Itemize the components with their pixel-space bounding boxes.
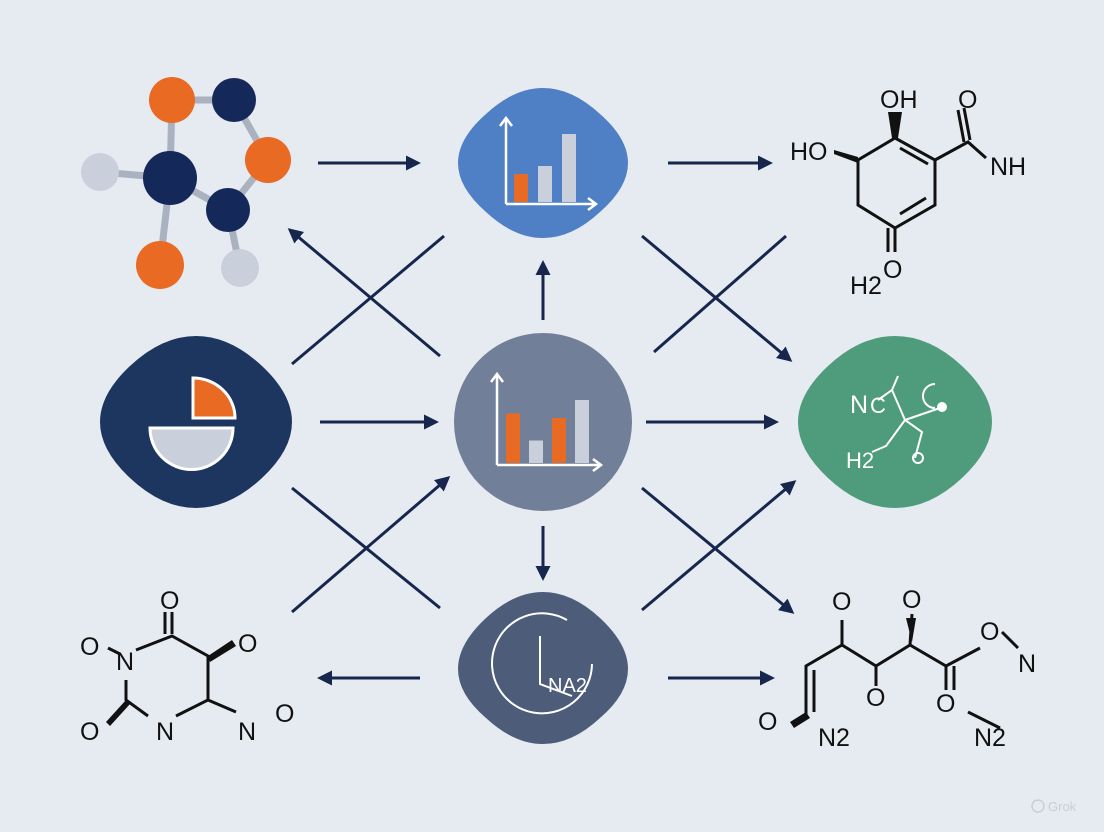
atom-label: H2: [846, 448, 874, 473]
arrow-to-green-lower-diagonal: [641, 480, 797, 612]
atom-label: C: [870, 393, 886, 418]
connector-arrows: [287, 155, 797, 686]
watermark-text: Grok: [1048, 799, 1077, 814]
atom-label: O: [80, 718, 99, 746]
atom-label: H2: [850, 272, 882, 300]
bar-chart-icon: [490, 371, 604, 472]
blue-chart-node: [458, 88, 628, 238]
atom-navy: [143, 151, 197, 205]
atom-label: O: [160, 587, 179, 615]
atom-label: O: [758, 708, 777, 736]
structure-bottom-left: O O N O O N N O: [80, 587, 294, 746]
watermark-icon: [1031, 799, 1045, 813]
cross-line: [291, 486, 441, 610]
bar: [538, 166, 552, 202]
atom-label: O: [936, 690, 955, 718]
atom-orange: [136, 241, 184, 289]
atom-label: HO: [790, 138, 828, 166]
atom-label: N: [850, 391, 868, 419]
green-structure-node: N C H2: [798, 336, 992, 508]
atom-orange: [149, 77, 195, 123]
atom-label: N: [116, 648, 134, 676]
atom-label: O: [980, 618, 999, 646]
atom-label: NH: [990, 153, 1026, 181]
atom-label: OH: [880, 86, 918, 114]
arrow-to-bottom-right-diagonal: [641, 486, 795, 614]
atom-label: O: [866, 684, 885, 712]
atom-navy: [206, 188, 250, 232]
cross-line: [291, 234, 445, 366]
atom-light: [221, 249, 259, 287]
atom-label: O: [883, 256, 902, 284]
bar: [552, 418, 566, 463]
chemical-structure-icon: [871, 375, 947, 464]
atom-label: O: [275, 700, 294, 728]
atom-label: N: [156, 718, 174, 746]
atom-orange: [245, 137, 291, 183]
atom-label: N2: [818, 724, 850, 752]
pie-chart-icon: [148, 376, 237, 471]
atom-label: N: [1018, 650, 1036, 678]
atom-label: O: [902, 586, 921, 614]
arrow-to-molecule-diagonal: [287, 228, 441, 358]
center-chart-node: [454, 333, 632, 511]
cross-line: [653, 234, 787, 354]
structure-top-right: OH O HO NH H2 O: [790, 86, 1026, 300]
atom-label: O: [80, 633, 99, 661]
pie-node: [100, 336, 292, 508]
clock-icon: [491, 612, 593, 715]
atom-label: O: [832, 588, 851, 616]
watermark: Grok: [1031, 799, 1077, 814]
bar: [575, 400, 589, 463]
atom-light: [81, 153, 119, 191]
clock-label: NA2: [548, 675, 587, 697]
bar: [529, 440, 543, 463]
atom-navy: [212, 78, 256, 122]
bar: [562, 134, 576, 202]
atom-label: O: [958, 86, 977, 114]
atom-label: O: [238, 630, 257, 658]
clock-node: NA2: [458, 592, 628, 744]
arrow-to-center-diagonal: [291, 476, 451, 614]
ball-and-stick-molecule: [81, 77, 291, 289]
atom-label: N: [238, 718, 256, 746]
bar: [514, 174, 528, 202]
atom-label: N2: [974, 724, 1006, 752]
bar: [506, 413, 520, 463]
bar-chart-icon: [499, 115, 599, 211]
structure-bottom-right: O O O N O O N2 O N2: [758, 586, 1036, 752]
